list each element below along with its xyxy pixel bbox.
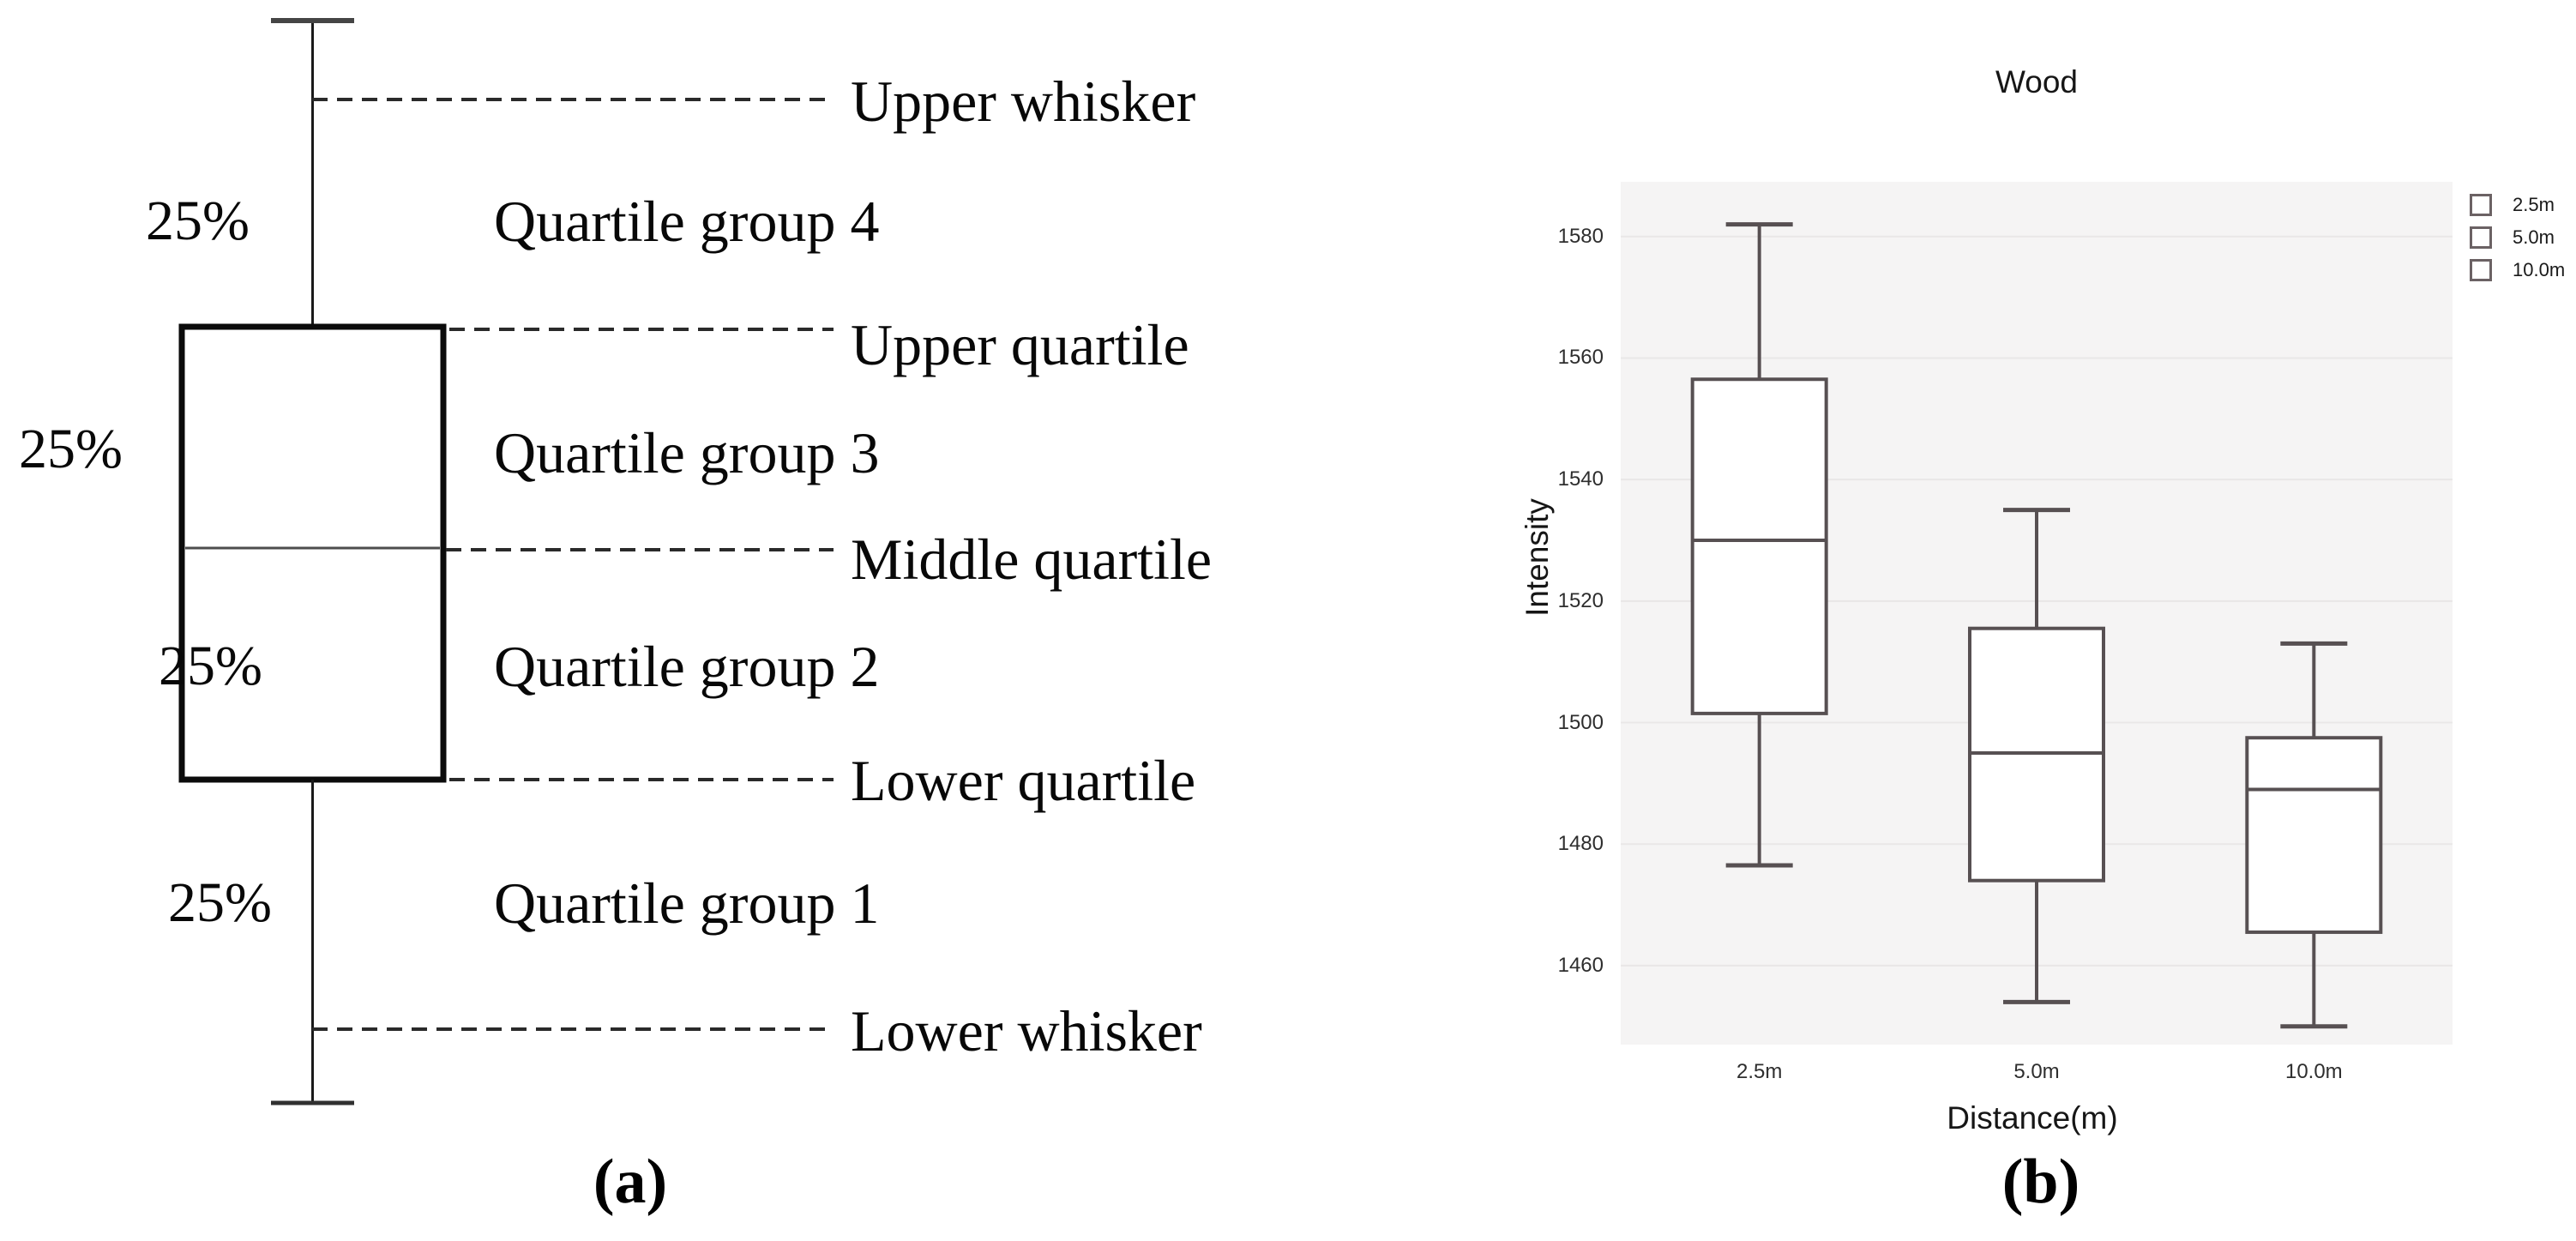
legend-item-2.5m: 2.5m — [2470, 192, 2565, 218]
upper-quartile-label: Upper quartile — [851, 312, 1189, 377]
y-tick-label-1500: 1500 — [1557, 710, 1604, 734]
x-tick-label-2.5m: 2.5m — [1736, 1060, 1783, 1083]
legend-item-label: 5.0m — [2513, 226, 2555, 248]
x-tick-label-10.0m: 10.0m — [2284, 1060, 2343, 1083]
box-10.0m — [2245, 736, 2383, 934]
legend-marker-icon — [2470, 226, 2492, 249]
panel-a-boxplot-anatomy-diagram: 25% 25% 25% 25% Upper whisker Quartile g… — [19, 18, 1213, 1105]
legend-item-label: 10.0m — [2513, 259, 2566, 280]
caption-a: (a) — [593, 1147, 668, 1217]
y-tick-label-1540: 1540 — [1557, 467, 1604, 491]
legend-item-10.0m: 10.0m — [2470, 257, 2565, 283]
y-tick-label-1480: 1480 — [1557, 832, 1604, 856]
legend-item-label: 2.5m — [2513, 194, 2555, 215]
quartile-group-1-label: Quartile group 1 — [494, 871, 880, 936]
legend-marker-icon — [2470, 259, 2492, 281]
percent-label-q4: 25% — [146, 190, 250, 252]
quartile-group-4-label: Quartile group 4 — [494, 189, 880, 254]
x-tick-label-5.0m: 5.0m — [2013, 1060, 2060, 1083]
y-tick-label-1520: 1520 — [1557, 588, 1604, 612]
percent-label-q3: 25% — [19, 418, 123, 480]
quartile-group-3-label: Quartile group 3 — [494, 420, 880, 485]
boxplot-chart-drawing — [1621, 182, 2453, 1045]
chart-title: Wood — [1995, 64, 2078, 99]
quartile-group-2-label: Quartile group 2 — [494, 634, 880, 699]
legend-item-5.0m: 5.0m — [2470, 225, 2565, 250]
percent-label-q2: 25% — [159, 635, 262, 697]
y-tick-label-1460: 1460 — [1557, 953, 1604, 977]
x-axis-label: Distance(m) — [1947, 1100, 2118, 1136]
middle-quartile-label: Middle quartile — [851, 527, 1213, 592]
lower-quartile-label: Lower quartile — [851, 748, 1196, 813]
box-2.5m — [1690, 377, 1828, 715]
upper-whisker-label: Upper whisker — [851, 69, 1196, 134]
y-tick-label-1560: 1560 — [1557, 346, 1604, 370]
lower-whisker-label: Lower whisker — [851, 998, 1202, 1063]
legend-marker-icon — [2470, 194, 2492, 216]
y-tick-label-1580: 1580 — [1557, 224, 1604, 248]
iqr-box — [178, 323, 447, 783]
legend: 2.5m 5.0m 10.0m — [2470, 192, 2565, 290]
anatomy-diagram-drawing — [178, 18, 834, 1105]
percent-label-q1: 25% — [168, 871, 272, 934]
caption-b: (b) — [2001, 1147, 2080, 1217]
